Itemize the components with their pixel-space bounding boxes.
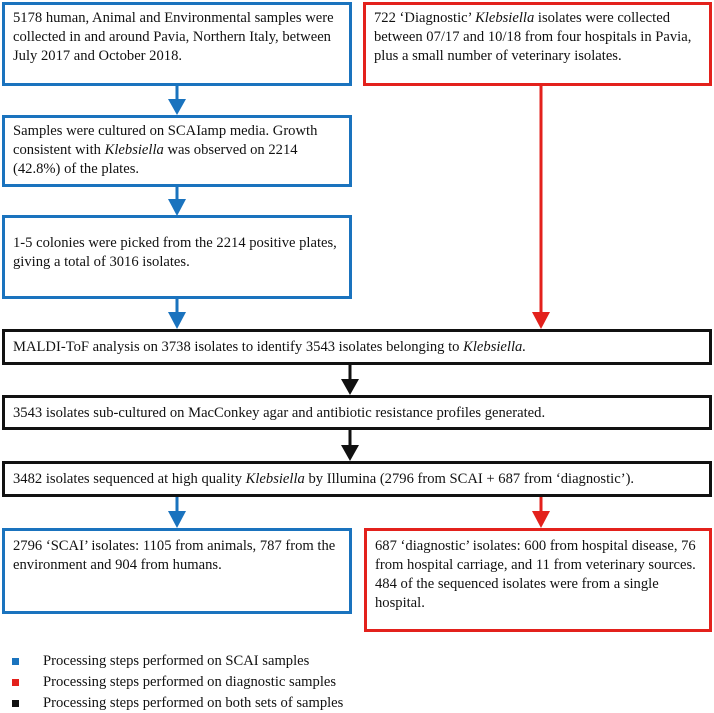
diagnostic-result-text: 687 ‘diagnostic’ isolates: 600 from hosp… (375, 538, 696, 611)
legend-item-both: Processing steps performed on both sets … (12, 694, 372, 712)
maldi-box: MALDI-ToF analysis on 3738 isolates to i… (2, 329, 712, 365)
arrow-head-samples-to-cultured (168, 99, 186, 115)
arrow-head-cultured-to-colonies (168, 199, 186, 216)
diagnostic-isolates-text-pre: 722 ‘Diagnostic’ (374, 10, 476, 26)
arrow-head-subcultured-to-sequenced (341, 445, 359, 461)
legend-label-diagnostic: Processing steps performed on diagnostic… (43, 674, 337, 690)
arrow-head-colonies-to-maldi (168, 312, 186, 329)
maldi-genus: Klebsiella. (463, 339, 526, 355)
sequenced-text-post: by Illumina (2796 from SCAI + 687 from ‘… (304, 471, 635, 487)
scai-samples-box: 5178 human, Animal and Environmental sam… (2, 2, 352, 86)
colonies-text: 1-5 colonies were picked from the 2214 p… (13, 235, 337, 270)
colonies-box: 1-5 colonies were picked from the 2214 p… (2, 215, 352, 299)
cultured-genus: Klebsiella (104, 142, 164, 158)
sequenced-box: 3482 isolates sequenced at high quality … (2, 461, 712, 497)
arrow-head-sequenced-to-diagnostic-result (532, 511, 550, 528)
cultured-text-pre: Samples were cultured on SCAIamp media. … (13, 123, 318, 158)
sequenced-genus: Klebsiella (245, 471, 305, 487)
arrow-head-diagnostic-to-maldi (532, 312, 550, 329)
legend-swatch-scai (12, 658, 19, 665)
scai-result-box: 2796 ‘SCAI’ isolates: 1105 from animals,… (2, 528, 352, 614)
diagnostic-result-box: 687 ‘diagnostic’ isolates: 600 from hosp… (364, 528, 712, 632)
subcultured-text: 3543 isolates sub-cultured on MacConkey … (13, 405, 546, 421)
diagnostic-isolates-box: 722 ‘Diagnostic’ Klebsiella isolates wer… (363, 2, 712, 86)
arrow-head-maldi-to-subcultured (341, 379, 359, 395)
legend-label-scai: Processing steps performed on SCAI sampl… (43, 653, 310, 669)
legend-label-both: Processing steps performed on both sets … (43, 695, 344, 711)
scai-samples-text: 5178 human, Animal and Environmental sam… (13, 10, 334, 64)
sequenced-text-pre: 3482 isolates sequenced at high quality (13, 471, 246, 487)
subcultured-box: 3543 isolates sub-cultured on MacConkey … (2, 395, 712, 430)
diagnostic-isolates-genus: Klebsiella (475, 10, 535, 26)
legend-item-scai: Processing steps performed on SCAI sampl… (12, 652, 372, 670)
legend-swatch-both (12, 700, 19, 707)
cultured-text-post: was observed on 2214 (42.8%) of the plat… (13, 142, 298, 177)
cultured-box: Samples were cultured on SCAIamp media. … (2, 115, 352, 187)
legend-item-diagnostic: Processing steps performed on diagnostic… (12, 673, 372, 691)
arrow-head-sequenced-to-scai-result (168, 511, 186, 528)
maldi-text-pre: MALDI-ToF analysis on 3738 isolates to i… (13, 339, 464, 355)
scai-result-text: 2796 ‘SCAI’ isolates: 1105 from animals,… (13, 538, 336, 573)
diagnostic-isolates-text-post: isolates were collected between 07/17 an… (374, 10, 692, 64)
legend-swatch-diagnostic (12, 679, 19, 686)
